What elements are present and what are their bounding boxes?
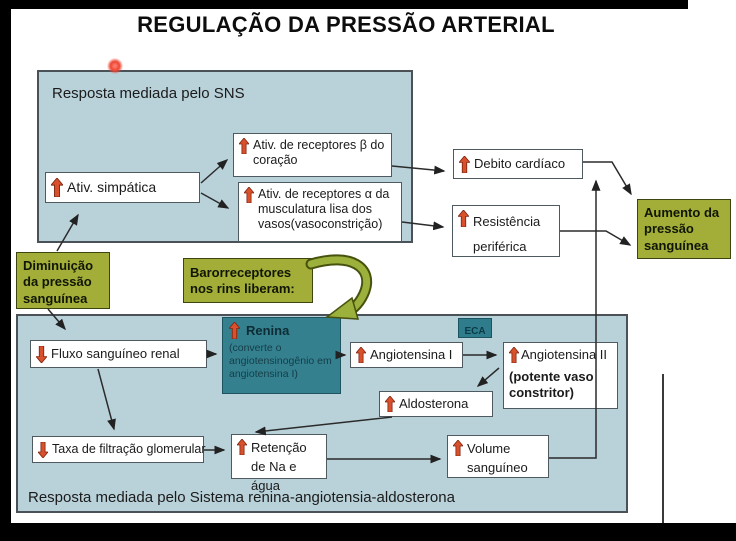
node-label: Resistência periférica	[473, 214, 541, 254]
renina-subtitle: (converte o angiotensinogênio em angiote…	[229, 342, 332, 381]
node-diminuicao-pressao: Diminuição da pressão sanguínea	[16, 252, 110, 309]
left-black-bar	[0, 9, 11, 541]
node-volume: Volume sanguíneo	[447, 435, 549, 478]
node-angiotensina-2: Angiotensina II (potente vaso constritor…	[503, 342, 618, 409]
node-label: Ativ. de receptores α da musculatura lis…	[258, 187, 390, 231]
down-arrow-icon	[36, 345, 47, 363]
up-arrow-icon	[244, 187, 254, 203]
node-aldosterona: Aldosterona	[379, 391, 493, 417]
top-black-bar	[0, 0, 688, 9]
node-label: Ativ. de receptores β do coração	[253, 138, 385, 167]
laser-pointer-dot	[107, 58, 123, 74]
node-label: Debito cardíaco	[474, 156, 566, 172]
up-arrow-icon	[229, 322, 240, 339]
renina-title: Renina	[246, 323, 290, 338]
node-ativ-simpatica: Ativ. simpática	[45, 172, 200, 203]
up-arrow-icon	[237, 439, 247, 455]
arrow-debito-to-aumento	[583, 161, 632, 196]
up-arrow-icon	[356, 347, 366, 363]
node-resistencia-periferica: Resistência periférica	[452, 205, 560, 257]
node-receptores-alfa: Ativ. de receptores α da musculatura lis…	[238, 182, 402, 242]
node-receptores-beta: Ativ. de receptores β do coração	[233, 133, 392, 177]
arrow-resistencia-to-aumento	[560, 230, 632, 246]
node-barorreceptores: Barorreceptores nos rins liberam:	[183, 258, 313, 303]
down-arrow-icon	[38, 441, 48, 458]
green-swoosh-arrow	[305, 254, 373, 320]
node-label: Taxa de filtração glomerular	[52, 442, 206, 456]
node-renina: Renina (converte o angiotensinogênio em …	[222, 317, 341, 394]
up-arrow-icon	[459, 155, 470, 173]
up-arrow-icon	[51, 178, 63, 197]
node-label: Angiotensina I	[370, 347, 453, 363]
node-debito-cardiaco: Debito cardíaco	[453, 149, 583, 179]
node-label: Ativ. simpática	[67, 179, 157, 196]
up-arrow-icon	[453, 440, 463, 456]
node-fluxo-renal: Fluxo sanguíneo renal	[30, 340, 207, 368]
page-title: REGULAÇÃO DA PRESSÃO ARTERIAL	[137, 12, 555, 37]
node-aumento-pressao: Aumento da pressão sanguínea	[637, 199, 731, 259]
eca-label: ECA	[464, 326, 486, 337]
node-label: Aldosterona	[399, 396, 469, 412]
bottom-black-bar	[0, 523, 736, 541]
node-label: Retenção de Na e água	[251, 440, 307, 493]
node-taxa-filtracao: Taxa de filtração glomerular	[32, 436, 206, 463]
node-retencao: Retenção de Na e água	[231, 434, 327, 493]
up-arrow-icon	[509, 347, 519, 363]
node-eca: ECA	[458, 318, 492, 338]
node-label: Fluxo sanguíneo renal	[51, 346, 180, 362]
node-note: (potente vaso constritor)	[509, 369, 594, 401]
node-label: Angiotensina II	[521, 347, 608, 363]
sns-section-label: Resposta mediada pelo SNS	[52, 85, 245, 102]
up-arrow-icon	[385, 396, 395, 412]
node-angiotensina-1: Angiotensina I	[350, 342, 463, 368]
up-arrow-icon	[458, 210, 469, 227]
up-arrow-icon	[239, 138, 249, 154]
raas-section-label: Resposta mediada pelo Sistema renina-ang…	[28, 489, 455, 506]
node-label: Volume sanguíneo	[467, 441, 528, 475]
